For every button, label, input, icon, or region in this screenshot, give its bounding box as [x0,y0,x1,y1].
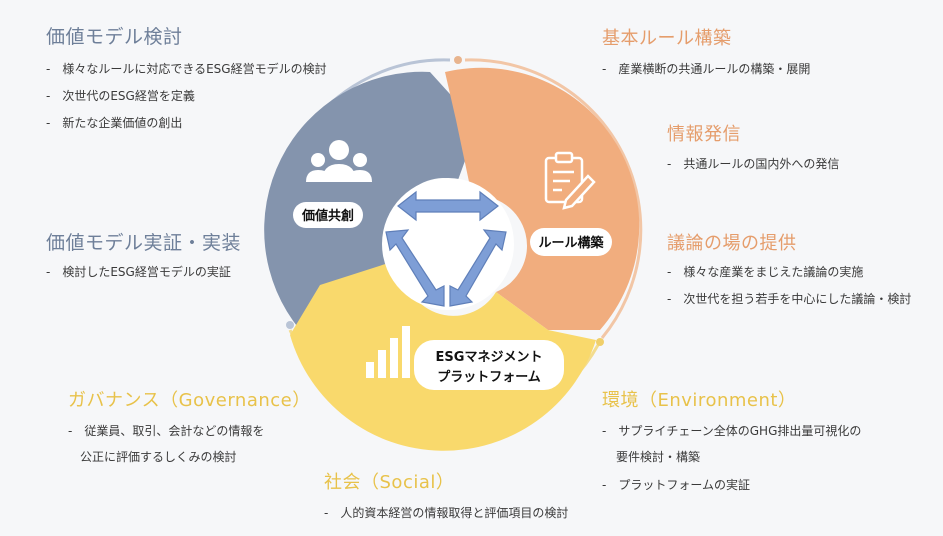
list-item-continuation: 公正に評価するしくみの検討 [80,450,237,464]
list-item: -次世代を担う若手を中心にした議論・検討 [667,292,912,306]
outer-ring-right [464,58,643,339]
platform-label-pill [414,340,564,390]
governance-title: ガバナンス（Governance） [68,390,311,411]
list-item-text: プラットフォームの実証 [618,478,750,492]
platform-label-line2: プラットフォーム [437,370,541,385]
list-item-text: 様々な産業をまじえた議論の実施 [683,265,864,279]
list-item-text: 人的資本経営の情報取得と評価項目の検討 [340,506,569,520]
list-item-text: 様々なルールに対応できるESG経営モデルの検討 [62,62,327,76]
list-item-text: 検討したESG経営モデルの実証 [62,265,231,279]
value-model-study-block: 価値モデル検討 [46,22,183,49]
center-arrows [385,190,507,307]
list-item-text: 新たな企業価値の創出 [62,116,183,130]
info-dissemination-title: 情報発信 [667,124,741,145]
segment-value-cocreation [264,71,478,330]
ring-dot [286,321,294,329]
value-label-pill [293,202,363,228]
list-item: -従業員、取引、会計などの情報を [68,424,265,438]
ring-dot [454,56,462,64]
bar-chart-icon [366,326,410,378]
basic-rule-title: 基本ルール構築 [602,28,732,49]
people-icon [306,140,372,182]
double-arrow-icon [385,229,445,307]
value-cocreation-label: 価値共創 [301,208,354,224]
double-arrow-icon [397,190,499,222]
list-item: -次世代のESG経営を定義 [46,89,195,103]
list-item: -サプライチェーン全体のGHG排出量可視化の [602,424,862,438]
list-item-text: 従業員、取引、会計などの情報を [84,424,265,438]
platform-label-line1: ESGマネジメント [436,350,543,365]
value-model-demo-title: 価値モデル実証・実装 [46,232,242,254]
list-item: -新たな企業価値の創出 [46,116,183,130]
list-item: -プラットフォームの実証 [602,478,750,492]
double-arrow-icon [449,229,507,307]
list-item-text: 共通ルールの国内外への発信 [683,157,840,171]
list-item-text: 次世代を担う若手を中心にした議論・検討 [683,292,912,306]
value-model-study-title: 価値モデル検討 [46,26,183,48]
rule-building-label: ルール構築 [538,235,604,251]
clipboard-pencil-icon [544,151,596,210]
list-item: -様々なルールに対応できるESG経営モデルの検討 [46,62,327,76]
segment-rule-building [445,67,640,330]
rule-label-pill [530,228,612,256]
discussion-forum-title: 議論の場の提供 [667,233,797,254]
list-item: -共通ルールの国内外への発信 [667,157,840,171]
list-item: -産業横断の共通ルールの構築・展開 [602,62,811,76]
list-item-text: サプライチェーン全体のGHG排出量可視化の [618,424,862,438]
list-item: -人的資本経営の情報取得と評価項目の検討 [324,506,569,520]
environment-title: 環境（Environment） [602,390,797,411]
list-item: -検討したESG経営モデルの実証 [46,265,231,279]
list-item-continuation: 要件検討・構築 [616,450,701,464]
list-item-text: 産業横断の共通ルールの構築・展開 [618,62,811,76]
ring-dot [596,338,604,346]
list-item: -様々な産業をまじえた議論の実施 [667,265,864,279]
list-item-text: 次世代のESG経営を定義 [62,89,195,103]
social-title: 社会（Social） [324,472,455,493]
